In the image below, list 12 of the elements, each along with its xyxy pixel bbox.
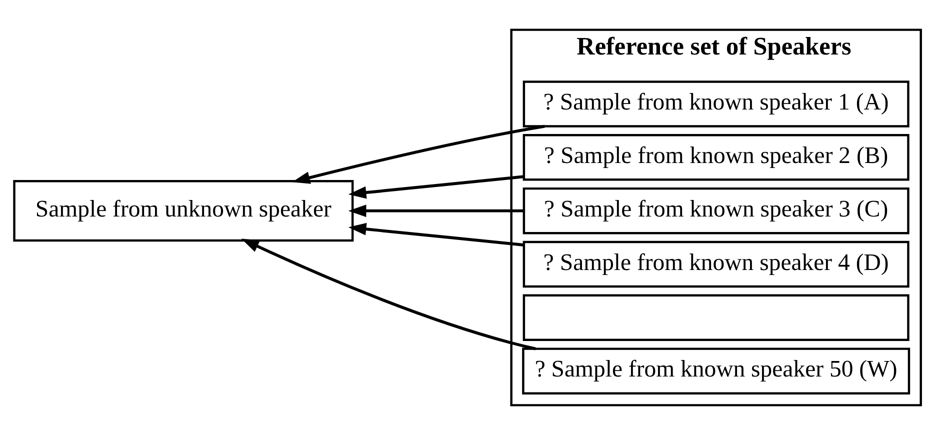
arrow (348, 175, 524, 199)
arrow (348, 222, 524, 246)
node-box (522, 294, 910, 342)
arrow (348, 204, 524, 218)
node-box: ? Sample from known speaker 1 (A) (522, 80, 910, 128)
arrow (241, 238, 536, 350)
node-box: ? Sample from known speaker 3 (C) (522, 187, 910, 234)
node-box: ? Sample from known speaker 4 (D) (522, 240, 910, 288)
node-box: ? Sample from known speaker 50 (W) (522, 348, 910, 394)
node-box: Sample from unknown speaker (13, 180, 354, 242)
arrow (292, 124, 545, 184)
node-box: ? Sample from known speaker 2 (B) (522, 134, 910, 181)
